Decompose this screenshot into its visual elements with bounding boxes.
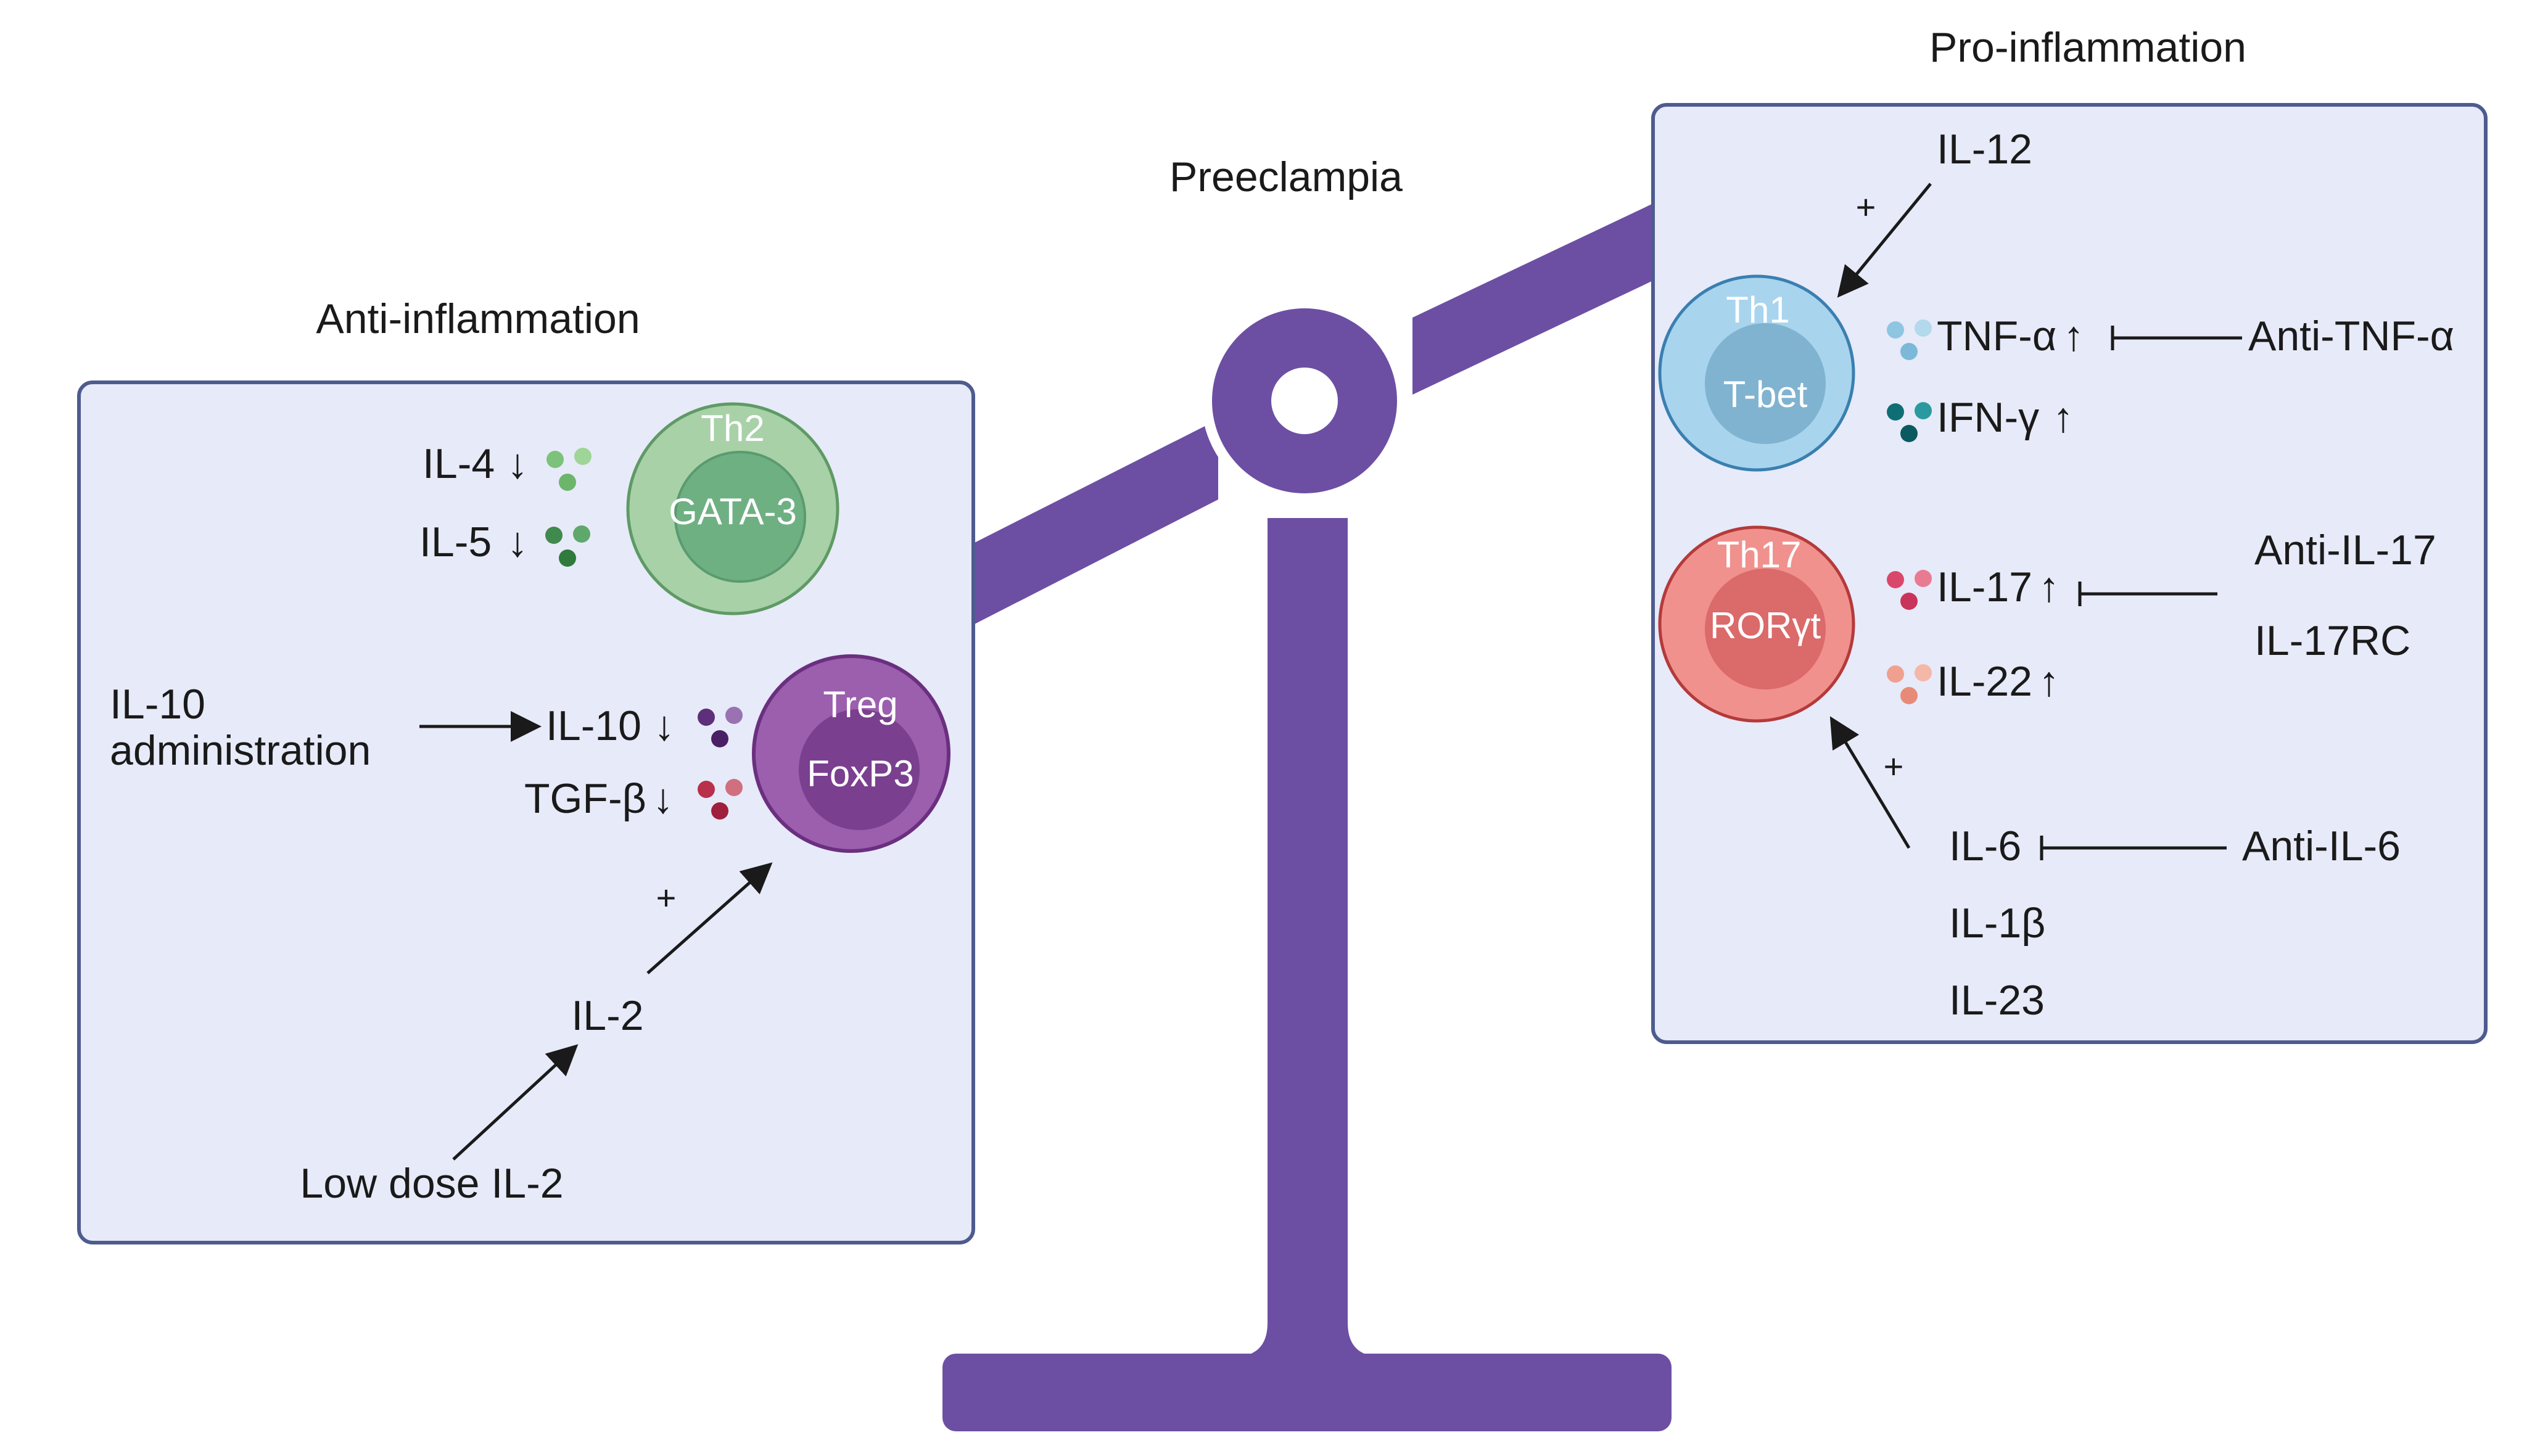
anti-tnfa-label: Anti-TNF-α <box>2248 313 2454 360</box>
ifng-label: IFN-γ <box>1937 394 2039 441</box>
il2-label: IL-2 <box>571 992 643 1039</box>
balance-scale <box>942 204 1672 1431</box>
th1-cell: Th1 T-bet <box>1658 274 1855 472</box>
tnfa-dots <box>1887 319 1932 360</box>
rorgt-label: RORγt <box>1710 605 1821 646</box>
th1-plus-sign: + <box>1856 187 1876 226</box>
il5-dots <box>545 525 590 567</box>
il12-label: IL-12 <box>1937 126 2032 173</box>
il6-label: IL-6 <box>1949 823 2021 870</box>
il12-to-th1-arrow <box>1837 183 1932 298</box>
il22-dots <box>1887 664 1932 704</box>
il10-label: IL-10 <box>546 702 641 749</box>
il10-admin-label-line1: IL-10 <box>110 681 205 728</box>
th17-plus-sign: + <box>1884 747 1904 786</box>
anti-il6-label: Anti-IL-6 <box>2242 823 2401 870</box>
scale-pillar <box>1234 518 1382 1357</box>
il22-label: IL-22 <box>1937 658 2032 705</box>
treg-cell: Treg FoxP3 <box>752 654 950 853</box>
il10-admin-label-line2: administration <box>110 727 371 774</box>
scale-pivot-hole <box>1271 368 1338 434</box>
il22-up-arrow: ↑ <box>2039 658 2059 705</box>
tgfb-dots <box>698 779 743 820</box>
tgfb-down-arrow: ↓ <box>653 775 674 822</box>
foxp3-label: FoxP3 <box>807 753 913 794</box>
th17-cell: Th17 RORγt <box>1658 525 1855 723</box>
il17-up-arrow: ↑ <box>2039 564 2059 611</box>
il5-down-arrow: ↓ <box>507 519 528 566</box>
il17-label: IL-17 <box>1937 564 2032 611</box>
low-dose-to-il2-arrow <box>452 1044 579 1161</box>
tnfa-label: TNF-α <box>1937 313 2056 360</box>
th2-cell: Th2 GATA-3 <box>626 402 839 615</box>
il10-dots <box>698 707 743 747</box>
scale-base <box>942 1354 1672 1431</box>
tgfb-label: TGF-β <box>524 775 646 822</box>
il6-to-th17-arrow <box>1829 716 1911 849</box>
th2-label: Th2 <box>701 408 764 449</box>
ifng-up-arrow: ↑ <box>2053 394 2074 441</box>
il1b-label: IL-1β <box>1949 900 2045 947</box>
pro-inflammation-panel <box>1651 103 2488 1044</box>
il17rc-label: IL-17RC <box>2254 617 2410 664</box>
il4-dots <box>546 448 592 491</box>
il17-dots <box>1887 570 1932 610</box>
anti-il17-label: Anti-IL-17 <box>2254 527 2436 574</box>
il10-down-arrow: ↓ <box>654 702 675 749</box>
il4-down-arrow: ↓ <box>507 440 528 487</box>
il4-label: IL-4 <box>423 440 495 487</box>
page-title: Preeclampia <box>1169 154 1403 200</box>
scale-beam-right <box>1412 204 1653 395</box>
ifng-dots <box>1887 402 1932 442</box>
treg-label: Treg <box>823 684 897 725</box>
tbet-label: T-bet <box>1723 374 1808 415</box>
th1-label: Th1 <box>1726 289 1789 331</box>
pro-inflammation-header: Pro-inflammation <box>1929 24 2246 71</box>
il5-label: IL-5 <box>419 519 492 566</box>
tnfa-up-arrow: ↑ <box>2063 313 2084 360</box>
th17-label: Th17 <box>1717 534 1802 575</box>
treg-plus-sign: + <box>656 878 677 917</box>
il2-to-treg-arrow <box>646 862 773 974</box>
scale-beam-left <box>975 419 1218 624</box>
anti-inflammation-header: Anti-inflammation <box>316 295 640 342</box>
low-dose-il2-label: Low dose IL-2 <box>300 1160 563 1207</box>
gata3-label: GATA-3 <box>669 491 797 532</box>
il23-label: IL-23 <box>1949 977 2045 1024</box>
